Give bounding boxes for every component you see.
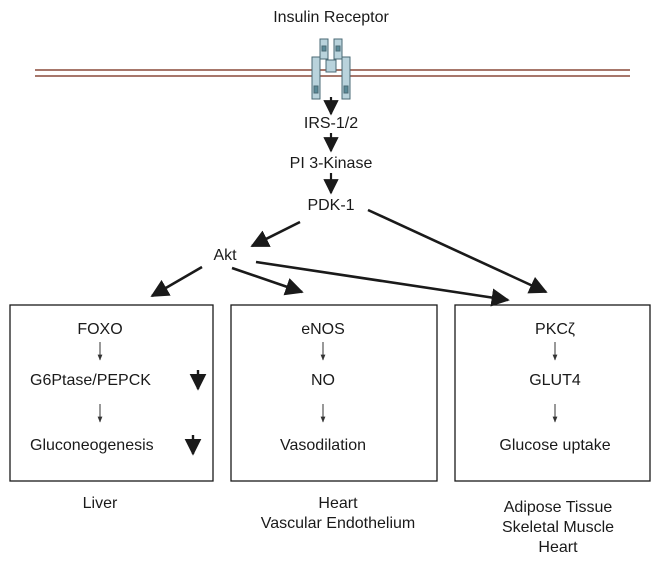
arrow-akt-enos bbox=[231, 266, 304, 296]
adipose-box bbox=[454, 304, 651, 482]
arrow-akt-adipose bbox=[255, 260, 510, 307]
liver-box bbox=[9, 304, 214, 482]
foxo-label: FOXO bbox=[77, 321, 123, 338]
arrow-akt-foxo bbox=[150, 265, 203, 298]
tissue-line: Liver bbox=[82, 495, 118, 512]
tissue-line: Adipose Tissue bbox=[503, 499, 613, 516]
glut4-label: GLUT4 bbox=[529, 372, 581, 389]
pdk1-label: PDK-1 bbox=[307, 197, 355, 214]
tissue-line: Vascular Endothelium bbox=[260, 515, 416, 532]
tissue-caption-heart: Heart Vascular Endothelium bbox=[261, 494, 415, 534]
tissue-caption-liver: Liver bbox=[83, 494, 118, 514]
tissue-line: Heart bbox=[538, 539, 578, 556]
insulin-receptor-label: Insulin Receptor bbox=[273, 9, 389, 26]
tissue-caption-adipose: Adipose Tissue Skeletal Muscle Heart bbox=[502, 498, 614, 558]
g6ptase-pepck-label: G6Ptase/PEPCK bbox=[30, 372, 151, 389]
arrow-pdk1-akt bbox=[250, 220, 301, 248]
pi3k-label: PI 3-Kinase bbox=[289, 155, 373, 172]
arrow-pdk1-pkc bbox=[367, 208, 548, 294]
no-label: NO bbox=[311, 372, 335, 389]
akt-label: Akt bbox=[213, 247, 237, 264]
insulin-receptor-icon bbox=[311, 38, 351, 100]
heart-box bbox=[230, 304, 438, 482]
tissue-line: Heart bbox=[318, 495, 358, 512]
enos-label: eNOS bbox=[301, 321, 345, 338]
pkc-zeta-label: PKCζ bbox=[535, 321, 575, 338]
irs-label: IRS-1/2 bbox=[303, 115, 359, 132]
gluconeogenesis-label: Gluconeogenesis bbox=[30, 437, 154, 454]
tissue-line: Skeletal Muscle bbox=[501, 519, 615, 536]
vasodilation-label: Vasodilation bbox=[280, 437, 366, 454]
glucose-uptake-label: Glucose uptake bbox=[499, 437, 611, 454]
